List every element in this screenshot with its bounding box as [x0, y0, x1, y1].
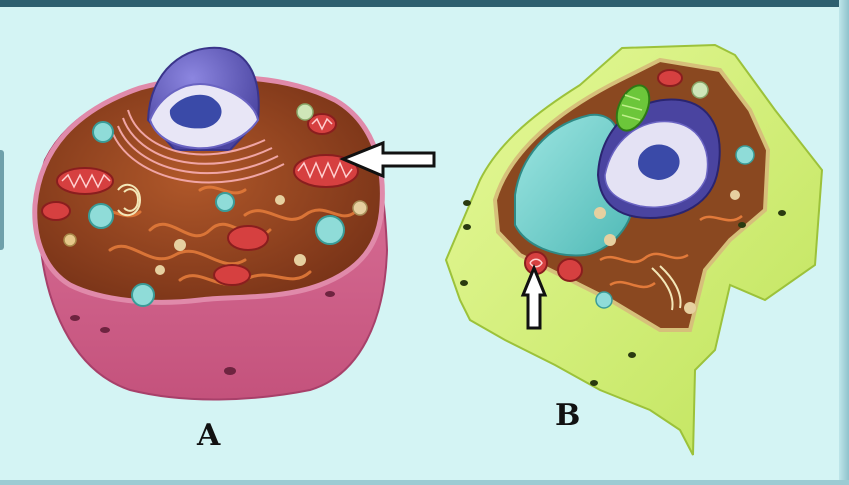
- pointer-arrow-left: [339, 140, 436, 179]
- vesicle: [296, 103, 314, 121]
- mitochondrion: [557, 258, 583, 282]
- vesicle: [131, 283, 155, 307]
- top-border: [0, 0, 849, 7]
- vesicle: [594, 207, 606, 219]
- vesicle: [352, 200, 368, 216]
- plasmodesma: [463, 200, 471, 206]
- membrane-pore: [224, 367, 236, 375]
- mitochondrion: [293, 154, 359, 188]
- vesicle: [174, 239, 186, 251]
- vesicle: [294, 254, 306, 266]
- vesicle: [155, 265, 165, 275]
- animal-cell: [32, 46, 389, 401]
- mitochondrion: [213, 264, 251, 286]
- animal-nucleus: [146, 46, 260, 151]
- right-border: [839, 0, 849, 485]
- chloroplast: [615, 84, 651, 132]
- bottom-border: [0, 480, 849, 485]
- plant-endoplasmic-reticulum: [599, 214, 743, 289]
- plant-cell: [444, 43, 824, 456]
- vesicle: [63, 233, 77, 247]
- membrane-pore: [325, 291, 335, 297]
- left-edge-tab: [0, 150, 4, 250]
- plasmodesma: [628, 352, 636, 358]
- plasmodesma: [778, 210, 786, 216]
- plant-golgi: [651, 265, 682, 311]
- mitochondrion: [41, 201, 71, 221]
- vesicle: [684, 302, 696, 314]
- membrane-pore: [70, 315, 80, 321]
- cell-label-b: B: [555, 398, 581, 433]
- plant-nucleus: [596, 98, 721, 220]
- vesicle: [275, 195, 285, 205]
- pointer-arrow-up: [520, 264, 548, 330]
- vesicle: [315, 215, 345, 245]
- vesicle: [604, 234, 616, 246]
- plasmodesma: [463, 224, 471, 230]
- mitochondrion: [307, 113, 337, 135]
- mitochondrion: [657, 69, 683, 87]
- plasmodesma: [738, 222, 746, 228]
- vesicle: [730, 190, 740, 200]
- golgi-apparatus: [112, 109, 285, 184]
- vesicle: [88, 203, 114, 229]
- vesicle: [691, 81, 709, 99]
- membrane-pore: [100, 327, 110, 333]
- vesicle: [595, 291, 613, 309]
- vesicle: [735, 145, 755, 165]
- plasmodesma: [460, 280, 468, 286]
- centriole: [117, 183, 142, 217]
- mitochondrion: [227, 225, 269, 251]
- plasmodesma: [590, 380, 598, 386]
- mitochondrion: [56, 167, 114, 195]
- vesicle: [215, 192, 235, 212]
- vesicle: [92, 121, 114, 143]
- cell-label-a: A: [197, 418, 221, 453]
